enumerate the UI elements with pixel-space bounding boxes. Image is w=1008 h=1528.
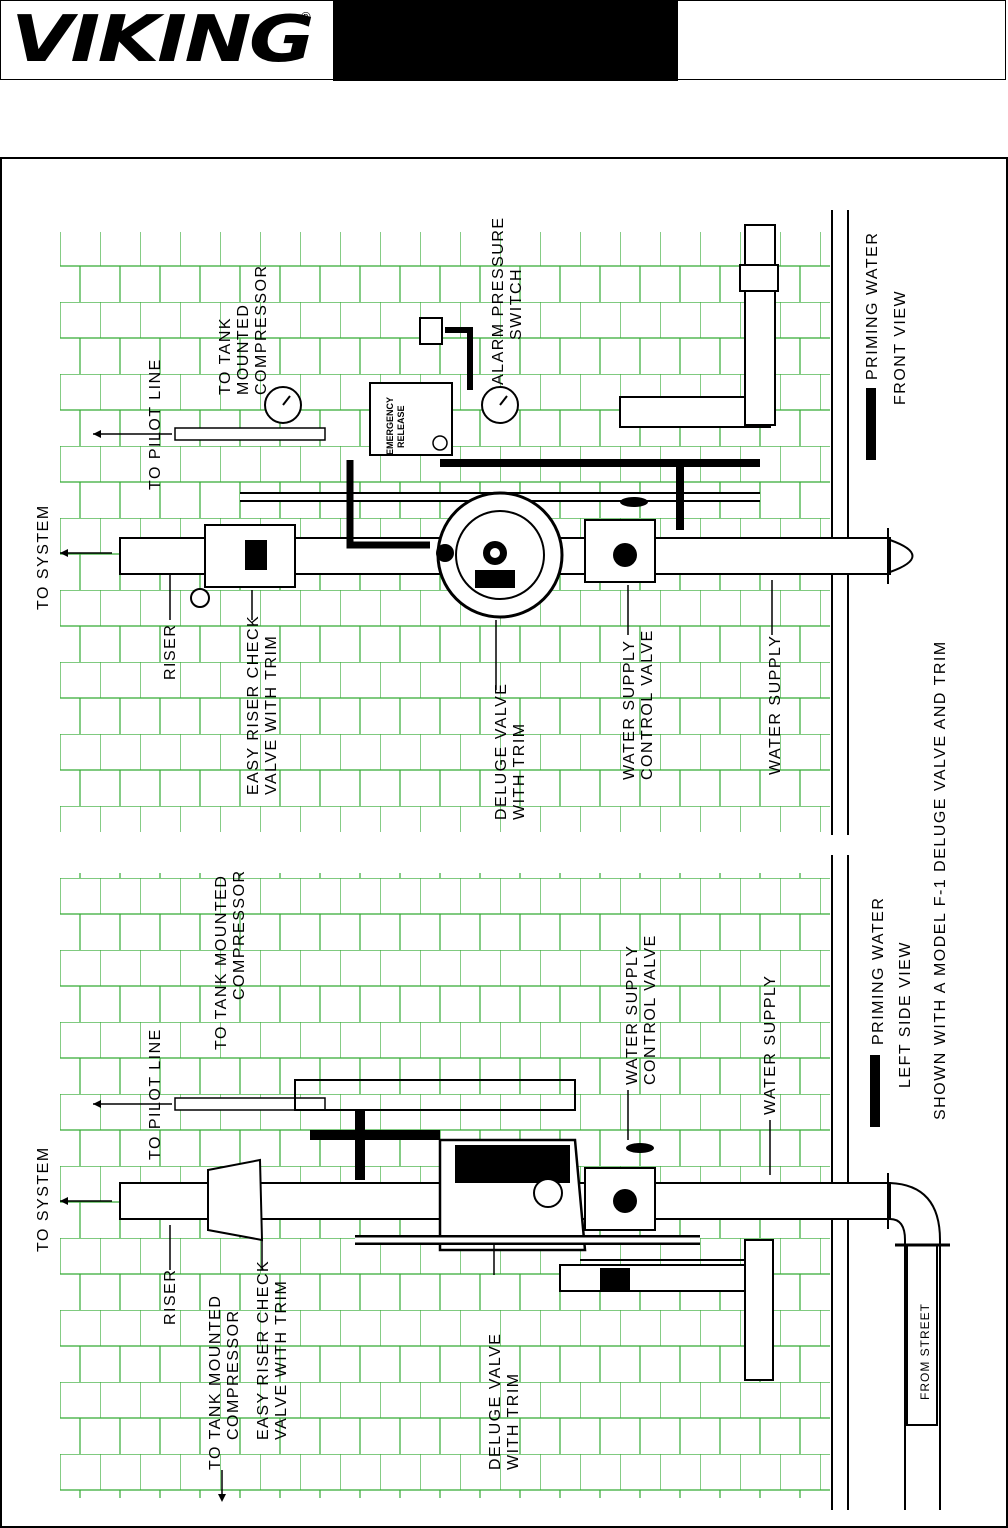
label-to-tank-2: MOUNTED <box>235 304 252 395</box>
label-ws-control-side-1: WATER SUPPLY <box>624 945 641 1085</box>
label-to-tank-top-1: TO TANK MOUNTED <box>213 875 230 1050</box>
label-to-tank-1: TO TANK <box>217 317 234 395</box>
label-to-system-side: TO SYSTEM <box>35 1146 52 1252</box>
legend-priming-water-side: PRIMING WATER <box>870 897 887 1045</box>
label-ws-control-2: CONTROL VALVE <box>639 629 656 780</box>
front-view-labels: TO SYSTEM TO PILOT LINE TO TANK MOUNTED … <box>35 216 909 820</box>
label-release: RELEASE <box>396 405 406 448</box>
legend-priming-water-front: PRIMING WATER <box>864 232 881 380</box>
logo: VIKING ® <box>1 1 333 81</box>
side-view <box>60 855 950 1510</box>
label-to-pilot-line: TO PILOT LINE <box>147 358 164 490</box>
brand-logo: VIKING <box>11 3 315 77</box>
label-easy-riser-1: EASY RISER CHECK <box>245 615 262 795</box>
label-emergency: EMERGENCY <box>385 397 395 455</box>
label-riser: RISER <box>162 624 179 680</box>
label-easy-riser-2: VALVE WITH TRIM <box>263 635 280 795</box>
label-alarm-pressure: ALARM PRESSURE <box>490 216 507 385</box>
header: VIKING ® <box>0 0 1006 81</box>
figure-caption: SHOWN WITH A MODEL F-1 DELUGE VALVE AND … <box>932 640 949 1120</box>
label-easy-riser-side-1: EASY RISER CHECK <box>255 1260 272 1440</box>
registered-mark: ® <box>301 9 311 24</box>
side-view-labels: TO SYSTEM TO PILOT LINE TO TANK MOUNTED … <box>35 640 949 1502</box>
label-ws-control-side-2: CONTROL VALVE <box>642 934 659 1085</box>
label-to-tank-top-2: COMPRESSOR <box>231 869 248 1000</box>
label-to-pilot-line-side: TO PILOT LINE <box>147 1028 164 1160</box>
easy-riser-valve-side <box>207 1158 264 1242</box>
label-to-tank-bottom-1: TO TANK MOUNTED <box>207 1295 224 1470</box>
front-view <box>60 210 914 835</box>
label-to-tank-3: COMPRESSOR <box>253 264 270 395</box>
label-to-tank-bottom-2: COMPRESSOR <box>225 1309 242 1440</box>
header-black-band <box>333 1 678 81</box>
label-alarm-switch: SWITCH <box>508 268 525 340</box>
label-water-supply: WATER SUPPLY <box>767 635 784 775</box>
legend-priming-water-swatch-front <box>866 388 876 460</box>
front-view-title: FRONT VIEW <box>892 290 909 405</box>
label-to-system: TO SYSTEM <box>35 504 52 610</box>
label-ws-control-1: WATER SUPPLY <box>621 640 638 780</box>
label-water-supply-side: WATER SUPPLY <box>762 975 779 1115</box>
figure-frame <box>0 157 1008 1528</box>
label-riser-side: RISER <box>162 1269 179 1325</box>
label-easy-riser-side-2: VALVE WITH TRIM <box>273 1280 290 1440</box>
label-deluge-1: DELUGE VALVE <box>493 683 510 820</box>
side-view-title: LEFT SIDE VIEW <box>897 941 914 1088</box>
label-deluge-side-2: WITH TRIM <box>505 1372 522 1470</box>
legend-priming-water-swatch-side <box>870 1055 880 1127</box>
label-deluge-2: WITH TRIM <box>511 722 528 820</box>
label-deluge-side-1: DELUGE VALVE <box>487 1333 504 1470</box>
label-from-street: FROM STREET <box>918 1303 932 1400</box>
